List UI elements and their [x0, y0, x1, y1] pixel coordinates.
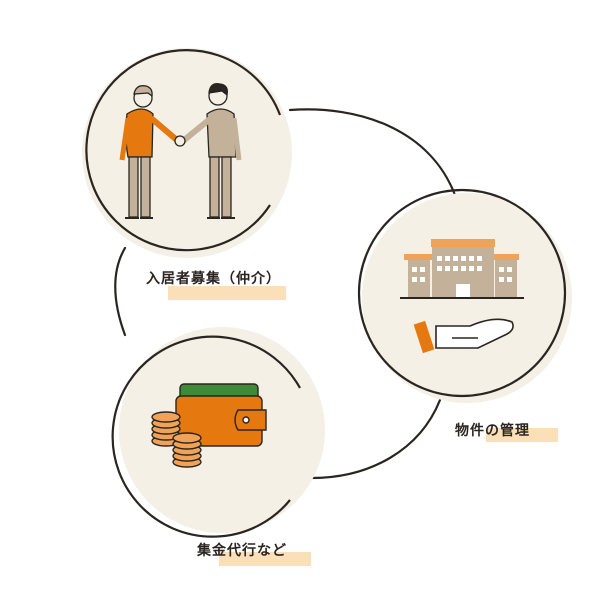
- node-label-recruitment: 入居者募集（仲介）: [146, 271, 281, 287]
- node-management-ring: [357, 188, 567, 398]
- node-recruitment-ring: [85, 49, 282, 252]
- node-recruitment: [82, 48, 292, 258]
- label-highlight-management: [486, 428, 558, 442]
- node-label-collection: 集金代行など: [197, 543, 287, 559]
- connector-management-to-collection: [310, 398, 442, 480]
- cycle-connectors: [114, 108, 457, 480]
- label-highlight-recruitment: [168, 286, 286, 300]
- node-recruitment-shadow: [82, 48, 292, 258]
- label-highlight-collection: [219, 552, 311, 566]
- connector-recruitment-to-management: [288, 108, 457, 197]
- node-collection: [111, 327, 325, 538]
- node-management: [357, 188, 572, 403]
- connector-collection-to-recruitment: [114, 246, 127, 337]
- handshake-icon: [119, 83, 242, 219]
- node-collection-ring: [111, 335, 301, 538]
- node-label-management: 物件の管理: [455, 423, 530, 439]
- building-on-hand-icon: [400, 239, 524, 354]
- wallet-and-coins-icon: [151, 383, 267, 468]
